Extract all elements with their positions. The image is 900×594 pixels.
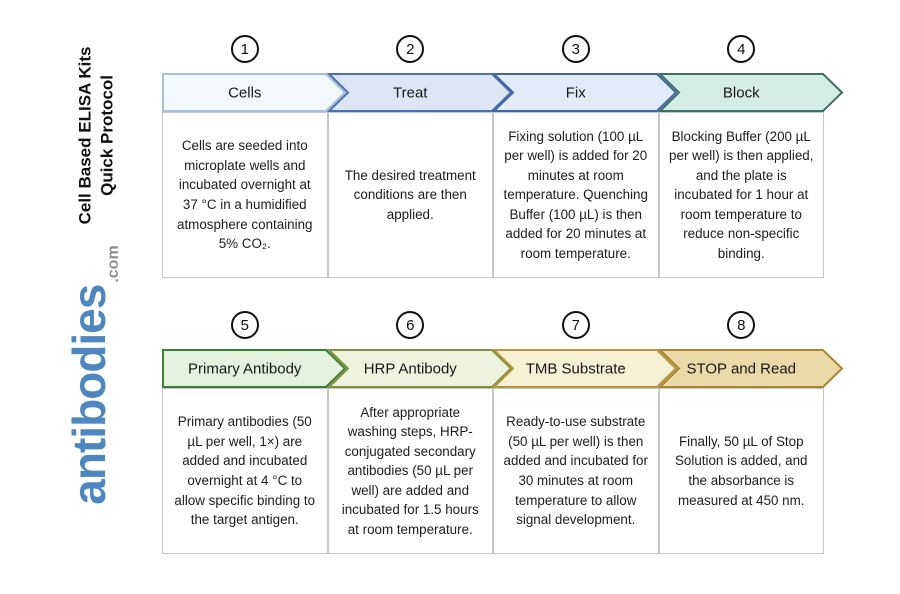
step-5-arrow	[162, 349, 347, 388]
step-5: 5 Primary Antibody Primary antibodies (5…	[162, 311, 347, 554]
step-3-description: Fixing solution (100 µL per well) is add…	[493, 112, 659, 278]
step-4-number-badge: 4	[727, 35, 756, 63]
step-6-description: After appropriate washing steps, HRP-con…	[327, 388, 493, 554]
step-8-arrow-wrap: STOP and Read	[657, 349, 843, 388]
step-5-arrow-wrap: Primary Antibody	[162, 349, 347, 388]
page-title-line1: Cell Based ELISA Kits	[75, 46, 95, 225]
brand-logo: antibodies.com	[62, 223, 122, 527]
step-1-number-badge: 1	[230, 35, 259, 63]
step-6-label: HRP Antibody	[363, 360, 457, 377]
step-7-description: Ready-to-use substrate (50 µL per well) …	[493, 388, 659, 554]
step-7-arrow	[491, 349, 678, 388]
page-title: Cell Based ELISA Kits Quick Protocol	[75, 34, 120, 236]
step-5-arrow-shape	[162, 349, 347, 388]
step-2-arrow-wrap: Treat	[326, 73, 512, 112]
step-2: 2 Treat The desired treatment conditions…	[326, 35, 512, 278]
step-2-arrow-shape	[326, 73, 512, 112]
brand-logo-text: antibodies	[63, 284, 115, 505]
step-4-arrow	[657, 73, 843, 112]
step-3-arrow-wrap: Fix	[491, 73, 678, 112]
step-7-arrow-shape	[491, 349, 678, 388]
step-3-arrow	[491, 73, 678, 112]
step-3: 3 Fix Fixing solution (100 µL per well) …	[491, 35, 678, 278]
step-5-label: Primary Antibody	[188, 360, 302, 377]
step-7-number-badge: 7	[561, 311, 590, 339]
step-7: 7 TMB Substrate Ready-to-use substrate (…	[491, 311, 678, 554]
step-4-arrow-wrap: Block	[657, 73, 843, 112]
step-6: 6 HRP Antibody After appropriate washing…	[326, 311, 512, 554]
step-6-arrow-shape	[326, 349, 512, 388]
step-8-label: STOP and Read	[686, 360, 797, 377]
step-7-arrow-wrap: TMB Substrate	[491, 349, 678, 388]
step-1-arrow-shape	[162, 73, 347, 112]
step-4: 4 Block Blocking Buffer (200 µL per well…	[657, 35, 843, 278]
step-1: 1 Cells Cells are seeded into microplate…	[162, 35, 347, 278]
step-7-label: TMB Substrate	[525, 360, 626, 377]
step-2-arrow	[326, 73, 512, 112]
steps-row-2: 5 Primary Antibody Primary antibodies (5…	[162, 311, 843, 554]
step-3-label: Fix	[565, 84, 586, 101]
step-1-description: Cells are seeded into microplate wells a…	[162, 112, 328, 278]
step-1-arrow-wrap: Cells	[162, 73, 347, 112]
step-3-arrow-shape	[491, 73, 678, 112]
step-4-label: Block	[722, 84, 760, 101]
step-8-arrow-shape	[657, 349, 843, 388]
page-title-line2: Quick Protocol	[98, 74, 117, 196]
step-6-arrow-wrap: HRP Antibody	[326, 349, 512, 388]
step-1-label: Cells	[228, 84, 262, 101]
step-8-arrow	[657, 349, 843, 388]
step-3-number-badge: 3	[561, 35, 590, 63]
step-2-number-badge: 2	[396, 35, 425, 63]
steps-row-1: 1 Cells Cells are seeded into microplate…	[162, 35, 843, 278]
step-6-arrow	[326, 349, 512, 388]
step-5-number-badge: 5	[230, 311, 259, 339]
brand-logo-suffix: .com	[105, 245, 122, 283]
step-5-description: Primary antibodies (50 µL per well, 1×) …	[162, 388, 328, 554]
step-2-label: Treat	[393, 84, 428, 101]
step-1-arrow	[162, 73, 347, 112]
step-4-arrow-shape	[657, 73, 843, 112]
step-8: 8 STOP and Read Finally, 50 µL of Stop S…	[657, 311, 843, 554]
step-2-description: The desired treatment conditions are the…	[327, 112, 493, 278]
step-8-number-badge: 8	[727, 311, 756, 339]
step-6-number-badge: 6	[396, 311, 425, 339]
step-8-description: Finally, 50 µL of Stop Solution is added…	[658, 388, 824, 554]
step-4-description: Blocking Buffer (200 µL per well) is the…	[658, 112, 824, 278]
